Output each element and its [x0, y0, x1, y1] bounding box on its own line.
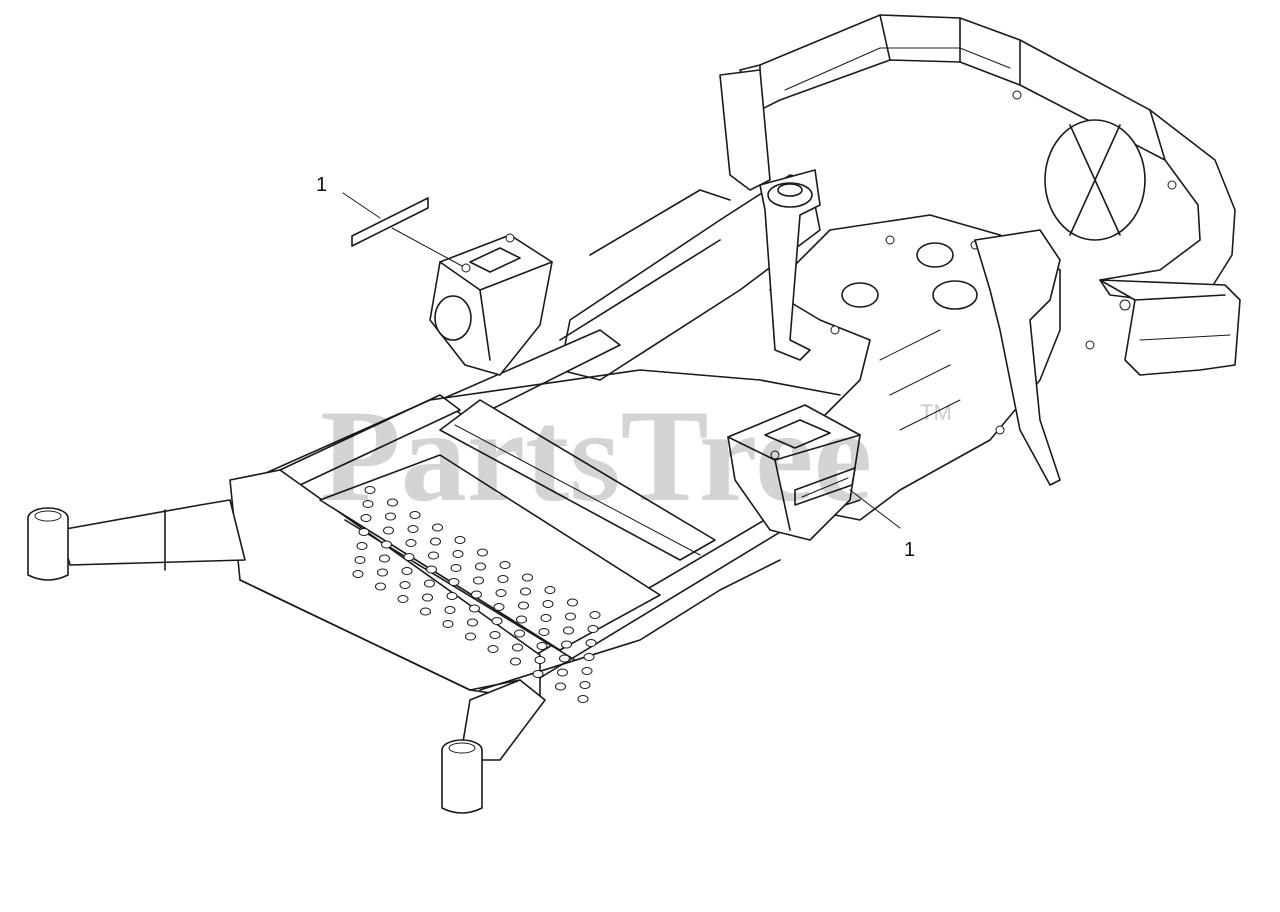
- grip-hole: [465, 632, 476, 641]
- grip-hole: [352, 570, 364, 578]
- grip-hole: [399, 581, 411, 589]
- grip-hole: [420, 607, 431, 616]
- grip-hole: [497, 575, 509, 583]
- callout-label-cover: 1: [904, 539, 915, 561]
- grip-hole: [401, 567, 413, 575]
- grip-hole: [567, 598, 578, 607]
- hydro-cover-right: [727, 404, 861, 541]
- steering-tower: [589, 69, 1061, 486]
- grip-hole: [407, 525, 419, 533]
- grip-hole: [448, 578, 460, 586]
- grip-hole: [432, 523, 443, 532]
- grip-hole: [587, 625, 599, 633]
- grip-hole: [362, 500, 374, 508]
- hydro-cover-left: [429, 233, 553, 376]
- grip-hole: [536, 642, 548, 650]
- grip-hole: [534, 656, 546, 664]
- grip-hole: [430, 537, 441, 546]
- front-caster-mounts: [27, 499, 546, 814]
- grip-hole: [356, 542, 368, 550]
- grip-hole: [381, 540, 392, 549]
- grip-hole: [489, 631, 501, 639]
- grip-hole: [377, 568, 388, 577]
- platform-grip-holes: [352, 486, 601, 703]
- grip-hole: [555, 682, 566, 691]
- grip-hole: [520, 587, 531, 596]
- grip-hole: [522, 573, 533, 582]
- grip-hole: [454, 536, 466, 544]
- grip-hole: [577, 695, 589, 703]
- grip-hole: [581, 667, 593, 675]
- grip-hole: [516, 615, 527, 624]
- grip-hole: [477, 548, 488, 557]
- grip-hole: [385, 512, 396, 521]
- grip-hole: [563, 626, 574, 635]
- grip-hole: [559, 654, 570, 663]
- grip-hole: [542, 600, 554, 608]
- grip-hole: [583, 653, 595, 661]
- grip-hole: [426, 565, 437, 574]
- grip-hole: [375, 582, 386, 591]
- grip-hole: [387, 498, 398, 507]
- grip-hole: [538, 628, 550, 636]
- watermark-trademark: TM: [920, 400, 952, 425]
- grip-hole: [579, 681, 591, 689]
- grip-hole: [518, 601, 529, 610]
- grip-hole: [405, 539, 417, 547]
- grip-hole: [358, 528, 370, 536]
- grip-hole: [397, 595, 409, 603]
- grip-hole: [444, 606, 456, 614]
- grip-hole: [379, 554, 390, 563]
- grip-hole: [491, 617, 503, 625]
- grip-hole: [585, 639, 597, 647]
- grip-hole: [409, 511, 421, 519]
- grip-hole: [364, 486, 376, 494]
- side-rails: [249, 174, 861, 691]
- grip-hole: [442, 620, 454, 628]
- decal-part: [351, 197, 429, 247]
- grip-hole: [467, 618, 478, 627]
- grip-hole: [473, 576, 484, 585]
- grip-hole: [532, 670, 544, 678]
- callout-label-decal: 1: [316, 174, 327, 196]
- grip-hole: [354, 556, 366, 564]
- grip-hole: [557, 668, 568, 677]
- grip-hole: [512, 643, 523, 652]
- grip-hole: [383, 526, 394, 535]
- grip-hole: [589, 611, 601, 619]
- grip-hole: [561, 640, 572, 649]
- grip-hole: [495, 589, 507, 597]
- grip-hole: [360, 514, 372, 522]
- grip-hole: [452, 550, 464, 558]
- grip-hole: [450, 564, 462, 572]
- rear-frame-assembly: [739, 14, 1241, 376]
- grip-hole: [493, 603, 505, 611]
- grip-hole: [487, 645, 499, 653]
- grip-hole: [510, 657, 521, 666]
- grip-hole: [469, 604, 480, 613]
- grip-hole: [428, 551, 439, 560]
- grip-hole: [403, 553, 415, 561]
- grip-hole: [514, 629, 525, 638]
- watermark-logo: PartsTree: [320, 382, 872, 529]
- grip-hole: [499, 561, 511, 569]
- grip-hole: [540, 614, 552, 622]
- grip-hole: [471, 590, 482, 599]
- grip-hole: [565, 612, 576, 621]
- grip-hole: [422, 593, 433, 602]
- grip-hole: [475, 562, 486, 571]
- callout-leaders: [342, 192, 901, 529]
- grip-hole: [544, 586, 556, 594]
- grip-hole: [424, 579, 435, 588]
- grip-hole: [446, 592, 458, 600]
